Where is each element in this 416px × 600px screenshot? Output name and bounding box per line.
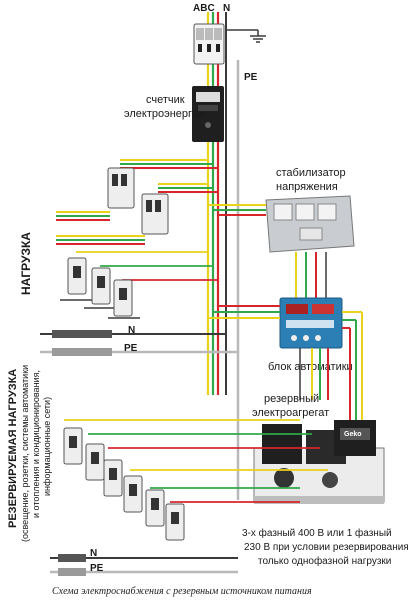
diagram-caption: Схема электроснабжения с резервным источ… — [52, 586, 312, 597]
stabilizer-label-line1: стабилизатор — [276, 167, 346, 179]
load-breaker-1 — [67, 257, 87, 295]
reserve-feeders — [64, 419, 328, 503]
generator-label-line2: электроагрегат — [252, 407, 329, 419]
n-bar-label-upper: N — [128, 325, 135, 336]
reserve-load-sub3: информационные сети) — [42, 397, 52, 496]
generator-note-line1: 3-х фазный 400 В или 1 фазный — [242, 527, 392, 539]
reserve-load-title: РЕЗЕРВИРУЕМАЯ НАГРУЗКА — [7, 369, 19, 528]
pe-bar-label-upper: PE — [124, 343, 138, 354]
reserve-load-sub1: (освещение, розетки, системы автоматики — [20, 365, 30, 542]
generator-brand: Geko — [344, 431, 362, 438]
pe-bus-bar-upper — [40, 348, 238, 356]
meter-label-line1: счетчик — [146, 94, 185, 106]
reserve-breaker-4 — [123, 475, 143, 513]
reserve-breaker-6 — [165, 503, 185, 541]
stabilizer-label-line2: напряжения — [276, 181, 338, 193]
phases-label: ABC — [193, 3, 215, 14]
n-bar-label-lower: N — [90, 548, 97, 559]
reserve-load-sub2: и отопления и кондиционирования, — [31, 370, 41, 518]
reserve-breaker-5 — [145, 489, 165, 527]
neutral-label: N — [223, 3, 230, 14]
pe-bar-label-lower: PE — [90, 563, 104, 574]
reserve-breaker-2 — [85, 443, 105, 481]
n-bus-bar-lower — [50, 554, 238, 562]
generator-note-line3: только однофазной нагрузки — [258, 555, 391, 567]
load-breaker-3 — [113, 279, 133, 317]
stabilizer-wiring — [208, 204, 327, 298]
generator — [253, 420, 385, 504]
upper-breaker-1 — [107, 167, 135, 209]
generator-label-line1: резервный — [264, 393, 319, 405]
main-bus — [206, 12, 266, 500]
main-breaker — [193, 23, 225, 65]
upper-breaker-2 — [141, 193, 169, 235]
energy-meter — [192, 86, 224, 142]
upper-feeders — [56, 159, 218, 245]
pe-label-top: PE — [244, 72, 258, 83]
pe-bus-bar-lower — [50, 568, 238, 576]
reserve-breaker-3 — [103, 459, 123, 497]
generator-note-line2: 230 В при условии резервирования — [244, 542, 409, 553]
reserve-breaker-1 — [63, 427, 83, 465]
voltage-stabilizer — [265, 195, 355, 253]
meter-label-line2: электроэнергии — [124, 108, 204, 120]
n-bus-bar-upper — [40, 330, 226, 338]
automatics-label: блок автоматики — [268, 361, 353, 373]
automatics-block — [279, 297, 343, 349]
load-label: НАГРУЗКА — [19, 232, 33, 295]
load-breaker-2 — [91, 267, 111, 305]
